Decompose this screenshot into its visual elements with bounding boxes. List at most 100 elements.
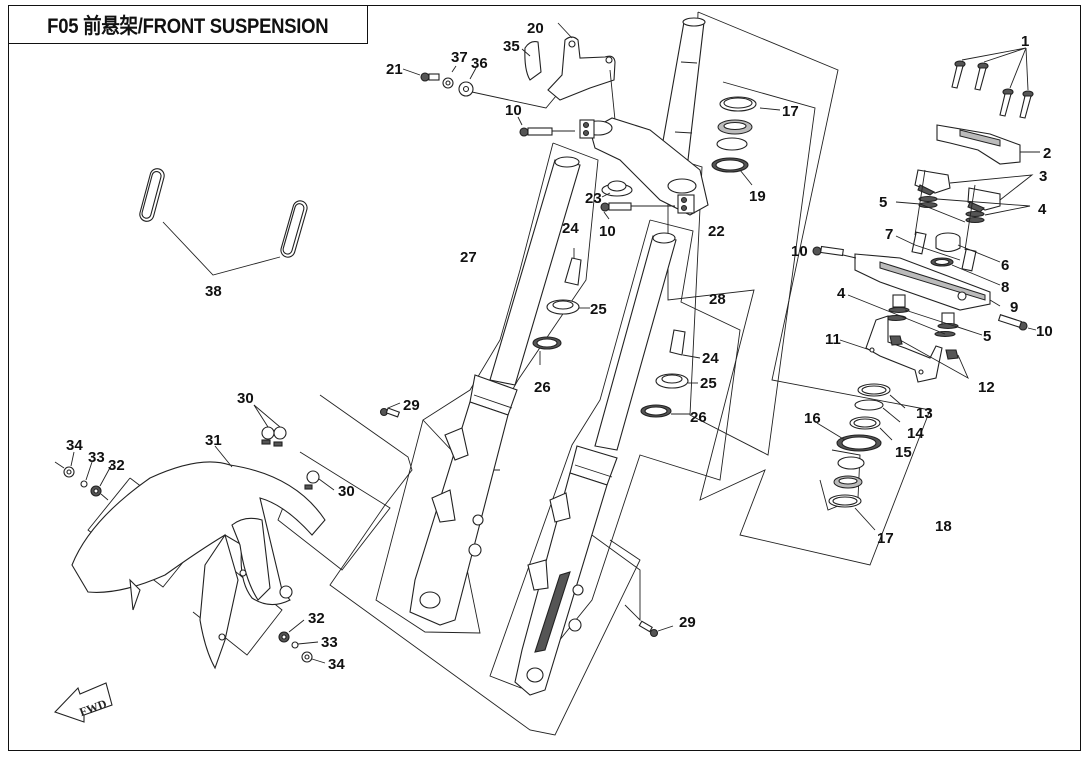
- part-21-37-36-mount[interactable]: [402, 65, 557, 109]
- part-4-5-washers-upper[interactable]: [895, 195, 1031, 224]
- callout-38[interactable]: 38: [205, 283, 222, 300]
- callout-31[interactable]: 31: [205, 432, 222, 449]
- callout-30[interactable]: 30: [237, 390, 254, 407]
- part-19-seal[interactable]: [711, 157, 753, 186]
- callout-11[interactable]: 11: [825, 331, 841, 348]
- part-10-bolt-right[interactable]: [997, 314, 1037, 331]
- callout-25[interactable]: 25: [590, 301, 607, 318]
- callout-34[interactable]: 34: [328, 656, 345, 673]
- callout-18[interactable]: 18: [935, 518, 952, 535]
- part-28-right-fork[interactable]: [514, 232, 677, 696]
- part-6-stem-nut[interactable]: [935, 232, 1001, 263]
- part-29-bolt-right[interactable]: [638, 620, 674, 638]
- callout-33[interactable]: 33: [321, 634, 338, 651]
- part-31-front-fender[interactable]: [71, 445, 326, 670]
- callout-37[interactable]: 37: [451, 49, 468, 66]
- callout-16[interactable]: 16: [804, 410, 821, 427]
- part-17-lower-bearing[interactable]: [828, 456, 876, 531]
- part-27-left-fork[interactable]: [409, 156, 581, 626]
- part-7-spacers[interactable]: [895, 169, 977, 272]
- part-15-adjusting-nut[interactable]: [849, 416, 893, 441]
- part-4-5-washers-lower[interactable]: [847, 294, 983, 338]
- callout-24[interactable]: 24: [702, 350, 719, 367]
- callout-12[interactable]: 12: [978, 379, 995, 396]
- callout-27[interactable]: 27: [460, 249, 477, 266]
- part-steering-stem-tube[interactable]: [659, 17, 706, 161]
- part-10-bolt-left-top[interactable]: [812, 245, 857, 259]
- part-10-bolt-lower-left[interactable]: [600, 202, 675, 220]
- part-24-clip-right[interactable]: [669, 329, 701, 359]
- callout-29[interactable]: 29: [403, 397, 420, 414]
- part-13-lock-nut[interactable]: [857, 383, 906, 409]
- callout-17[interactable]: 17: [782, 103, 799, 120]
- callout-10[interactable]: 10: [791, 243, 808, 260]
- callout-21[interactable]: 21: [386, 61, 403, 78]
- outline-fender-mount-outer: [319, 394, 641, 736]
- callout-24[interactable]: 24: [562, 220, 579, 237]
- callout-8[interactable]: 8: [1001, 279, 1009, 296]
- callout-14[interactable]: 14: [907, 425, 924, 442]
- callout-9[interactable]: 9: [1010, 299, 1018, 316]
- part-9-upper-bracket[interactable]: [854, 253, 1001, 311]
- callout-26[interactable]: 26: [690, 409, 707, 426]
- callout-20[interactable]: 20: [527, 20, 544, 37]
- callout-28[interactable]: 28: [709, 291, 726, 308]
- callout-32[interactable]: 32: [108, 457, 125, 474]
- callout-23[interactable]: 23: [585, 190, 602, 207]
- callout-4[interactable]: 4: [1038, 201, 1047, 218]
- callout-4[interactable]: 4: [837, 285, 846, 302]
- callout-26[interactable]: 26: [534, 379, 551, 396]
- part-10-bolt-upper-left[interactable]: [517, 116, 575, 137]
- callout-5[interactable]: 5: [983, 328, 991, 345]
- fwd-direction-arrow: FWD: [54, 682, 113, 723]
- part-12-nuts[interactable]: [889, 335, 969, 380]
- part-24-clip-left[interactable]: [564, 248, 582, 286]
- part-16-dust-seal[interactable]: [816, 422, 882, 452]
- callout-35[interactable]: 35: [503, 38, 520, 55]
- part-11-bracket[interactable]: [839, 315, 943, 383]
- callout-7[interactable]: 7: [885, 226, 893, 243]
- drawing-frame: [8, 5, 1081, 751]
- callout-2[interactable]: 2: [1043, 145, 1051, 162]
- callout-33[interactable]: 33: [88, 449, 105, 466]
- part-1-bolts[interactable]: [951, 47, 1034, 119]
- part-26-oil-seal-left[interactable]: [532, 336, 562, 365]
- callout-1[interactable]: 1: [1021, 33, 1029, 50]
- callout-32[interactable]: 32: [308, 610, 325, 627]
- part-30-clamps-upper[interactable]: [253, 404, 287, 447]
- part-30-clamp-lower[interactable]: [304, 470, 335, 491]
- outline-right-fork: [489, 219, 741, 689]
- callout-15[interactable]: 15: [895, 444, 912, 461]
- outline-fork-bolt-right: [584, 529, 641, 622]
- callout-25[interactable]: 25: [700, 375, 717, 392]
- callout-3[interactable]: 3: [1039, 168, 1047, 185]
- callout-5[interactable]: 5: [879, 194, 887, 211]
- callout-22[interactable]: 22: [708, 223, 725, 240]
- part-38-reflectors[interactable]: [138, 167, 308, 276]
- part-22-lower-bracket[interactable]: [579, 117, 709, 216]
- part-23-cap[interactable]: [601, 180, 633, 198]
- part-14-lock-washer[interactable]: [854, 399, 901, 423]
- callout-29[interactable]: 29: [679, 614, 696, 631]
- part-29-bolt-left[interactable]: [379, 402, 401, 418]
- part-17-upper-bearing[interactable]: [716, 96, 781, 151]
- part-8-washer[interactable]: [930, 257, 1001, 286]
- callout-6[interactable]: 6: [1001, 257, 1009, 274]
- part-25-dust-seal-right[interactable]: [655, 373, 698, 389]
- part-32-33-34-right[interactable]: [278, 619, 326, 664]
- callout-17[interactable]: 17: [877, 530, 894, 547]
- callout-19[interactable]: 19: [749, 188, 766, 205]
- callout-34[interactable]: 34: [66, 437, 83, 454]
- part-2-upper-clamp[interactable]: [936, 124, 1040, 165]
- part-32-33-34-left[interactable]: [54, 451, 113, 501]
- callout-30[interactable]: 30: [338, 483, 355, 500]
- callout-13[interactable]: 13: [916, 405, 933, 422]
- part-25-dust-seal-left[interactable]: [546, 299, 590, 315]
- part-20-bracket[interactable]: [521, 22, 619, 151]
- callout-10[interactable]: 10: [1036, 323, 1053, 340]
- callout-10[interactable]: 10: [505, 102, 522, 119]
- callout-36[interactable]: 36: [471, 55, 488, 72]
- part-26-oil-seal-right[interactable]: [640, 404, 690, 418]
- callout-10[interactable]: 10: [599, 223, 616, 240]
